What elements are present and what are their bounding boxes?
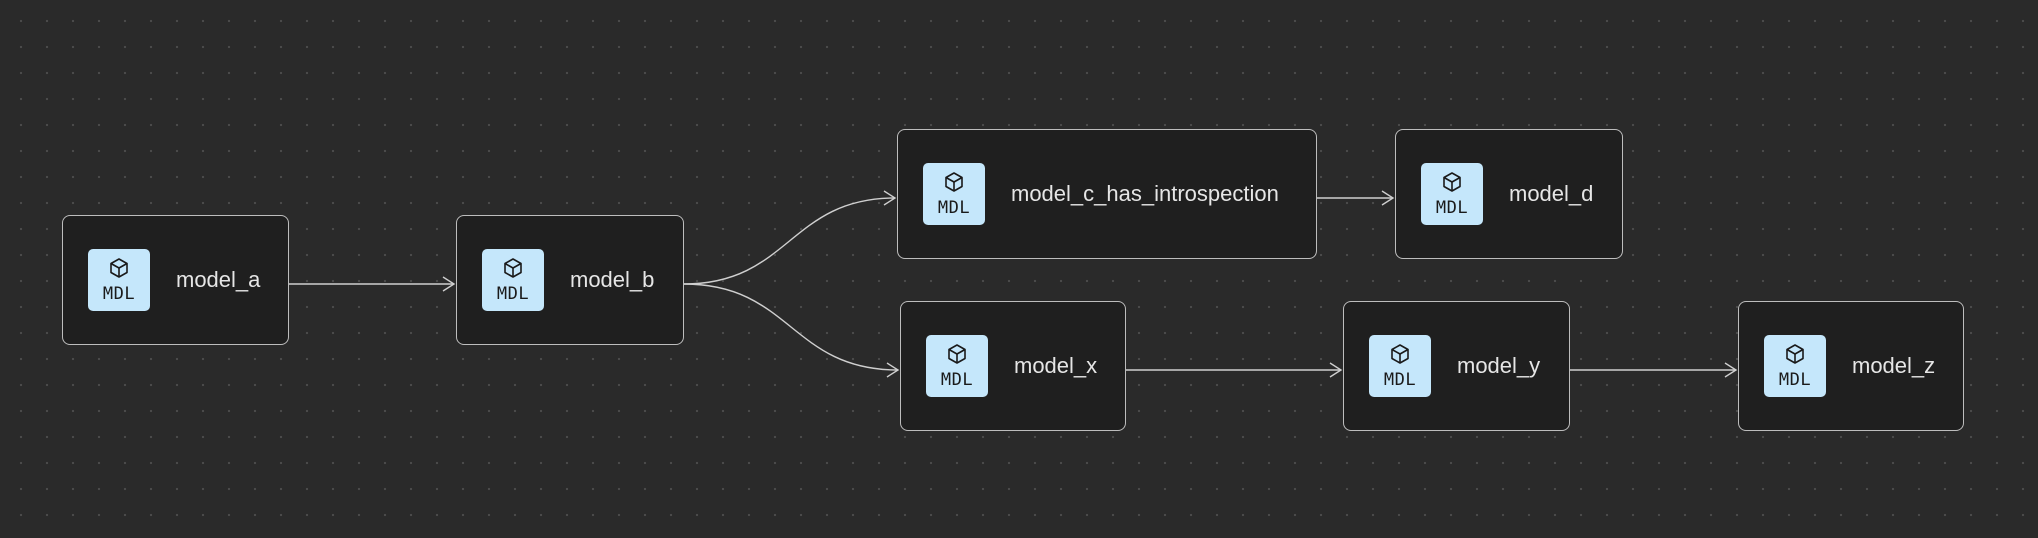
node-model-z[interactable]: MDL model_z <box>1738 301 1964 431</box>
cube-icon <box>1443 172 1461 192</box>
arrowhead-icon <box>883 190 897 206</box>
arrowhead-icon <box>442 276 456 292</box>
node-label: model_d <box>1509 181 1594 206</box>
cube-icon <box>945 172 963 192</box>
model-badge: MDL <box>1764 335 1826 397</box>
model-badge-text: MDL <box>102 284 136 304</box>
node-model-a[interactable]: MDL model_a <box>62 215 289 345</box>
node-model-x[interactable]: MDL model_x <box>900 301 1126 431</box>
node-label: model_x <box>1014 353 1098 378</box>
model-badge: MDL <box>1369 335 1431 397</box>
model-badge: MDL <box>482 249 544 311</box>
arrowhead-icon <box>1381 190 1395 206</box>
model-badge-text: MDL <box>940 370 974 390</box>
arrowhead-icon <box>1724 362 1738 378</box>
edge-model_y-to-model_z <box>1570 362 1738 378</box>
edge-model_c-to-model_d <box>1317 190 1395 206</box>
model-badge-text: MDL <box>937 198 971 218</box>
node-label: model_z <box>1852 353 1936 378</box>
model-badge-text: MDL <box>1435 198 1469 218</box>
node-model-d[interactable]: MDL model_d <box>1395 129 1623 259</box>
model-badge-text: MDL <box>1778 370 1812 390</box>
cube-icon <box>504 258 522 278</box>
node-label: model_y <box>1457 353 1541 378</box>
arrowhead-icon <box>886 362 900 378</box>
model-badge-text: MDL <box>496 284 530 304</box>
edge-model_x-to-model_y <box>1126 362 1343 378</box>
edge-line <box>683 283 899 371</box>
node-label: model_c_has_introspection <box>1011 181 1279 206</box>
cube-icon <box>1391 344 1409 364</box>
edge-model_b-to-model_c <box>683 190 897 285</box>
cube-icon <box>1786 344 1804 364</box>
edge-model_b-to-model_x <box>683 283 900 378</box>
arrowhead-icon <box>1329 362 1343 378</box>
node-model-y[interactable]: MDL model_y <box>1343 301 1570 431</box>
model-badge: MDL <box>1421 163 1483 225</box>
cube-icon <box>948 344 966 364</box>
node-label: model_b <box>570 267 655 292</box>
node-model-c-has-introspection[interactable]: MDL model_c_has_introspection <box>897 129 1317 259</box>
edge-model_a-to-model_b <box>289 276 456 292</box>
model-badge: MDL <box>88 249 150 311</box>
model-badge: MDL <box>923 163 985 225</box>
node-model-b[interactable]: MDL model_b <box>456 215 684 345</box>
model-badge: MDL <box>926 335 988 397</box>
node-label: model_a <box>176 267 261 292</box>
edge-line <box>683 197 896 285</box>
cube-icon <box>110 258 128 278</box>
model-badge-text: MDL <box>1383 370 1417 390</box>
